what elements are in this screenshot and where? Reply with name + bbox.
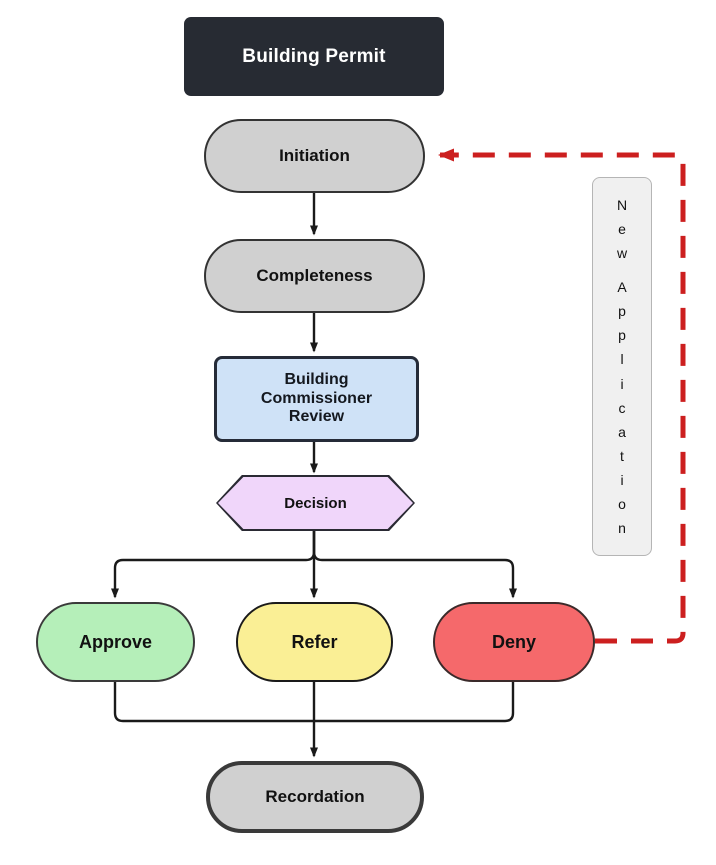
edge-label-letter: l (620, 351, 624, 368)
edge-label-letter: i (620, 375, 624, 392)
edge-label-letter: p (618, 327, 626, 344)
node-approve[interactable]: Approve (36, 602, 195, 682)
node-review-line-1: Building (284, 370, 349, 388)
node-recordation[interactable]: Recordation (206, 761, 424, 833)
edge-label-letter: N (616, 196, 628, 213)
node-decision[interactable]: Decision (218, 477, 413, 529)
edge-approve-recordation (113, 682, 314, 723)
node-building-commissioner-review[interactable]: Building Commissioner Review (214, 356, 419, 442)
node-initiation[interactable]: Initiation (204, 119, 425, 193)
edge-label-letter: w (616, 245, 628, 262)
page-title: Building Permit (184, 17, 444, 96)
edge-label-letter: p (618, 303, 626, 320)
node-completeness[interactable]: Completeness (204, 239, 425, 313)
node-deny[interactable]: Deny (433, 602, 595, 682)
edge-label-letter: n (618, 519, 626, 536)
edge-label-letter: a (618, 423, 626, 440)
edge-label-letter: e (618, 221, 626, 238)
edge-decision-deny (312, 529, 517, 599)
edge-label-letter: A (617, 279, 627, 296)
node-review-line-3: Review (288, 408, 345, 426)
edge-label-letter: o (618, 495, 626, 512)
edge-deny-recordation (314, 682, 515, 723)
edge-label-letter: t (620, 447, 624, 464)
edge-decision-approve (111, 529, 316, 599)
node-review-line-2: Commissioner (260, 389, 373, 407)
edge-label-letter: c (618, 399, 626, 416)
edge-label-letter: i (620, 471, 624, 488)
node-refer[interactable]: Refer (236, 602, 393, 682)
